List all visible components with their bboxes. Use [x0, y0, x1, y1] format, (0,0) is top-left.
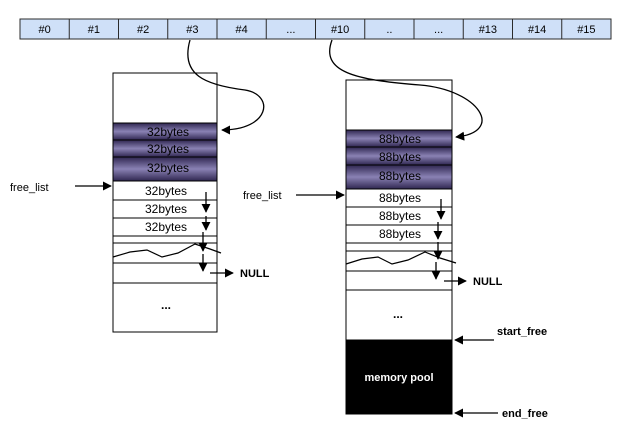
left-column: 32bytes 32bytes 32bytes 32bytes 32bytes … [10, 39, 270, 333]
left-null-label: NULL [240, 268, 270, 280]
array-slot-label: #3 [186, 24, 198, 36]
right-allocated-label: 88bytes [379, 169, 421, 183]
array-slot-label: ... [434, 24, 443, 36]
left-allocated-label: 32bytes [147, 161, 189, 175]
left-free-label: 32bytes [145, 220, 187, 234]
array-slot-label: .. [386, 24, 392, 36]
left-ellipsis: ... [161, 298, 171, 312]
left-allocated-block [112, 156, 218, 182]
right-free-label: 88bytes [379, 209, 421, 223]
array-slot-label: #4 [236, 24, 248, 36]
left-allocated-label: 32bytes [147, 142, 189, 156]
left-free-label: 32bytes [145, 202, 187, 216]
right-allocated-block [345, 164, 453, 190]
right-free-label: 88bytes [379, 227, 421, 241]
right-ellipsis: ... [393, 307, 403, 321]
right-allocated-label: 88bytes [379, 132, 421, 146]
left-free-list-label: free_list [10, 182, 49, 194]
left-allocated-label: 32bytes [147, 125, 189, 139]
array-slot-label: #14 [528, 24, 546, 36]
array-slot-label: #2 [137, 24, 149, 36]
memory-pool-label: memory pool [364, 372, 433, 384]
end-free-label: end_free [502, 408, 548, 420]
array-slot-label: #15 [577, 24, 595, 36]
right-null-label: NULL [473, 276, 503, 288]
right-allocated-label: 88bytes [379, 150, 421, 164]
start-free-label: start_free [497, 326, 547, 338]
left-column-frame [112, 72, 218, 333]
free-list-array: #0 #1 #2 #3 #4... #10..... #13 #14 #15 [19, 18, 612, 40]
right-column: 88bytes 88bytes 88bytes 88bytes 88bytes … [243, 39, 548, 420]
slot10-pointer-curve [329, 39, 483, 141]
slot3-pointer-curve [187, 39, 265, 135]
right-free-list-label: free_list [243, 190, 282, 202]
right-free-label: 88bytes [379, 191, 421, 205]
array-slot-label: ... [286, 24, 295, 36]
left-free-label: 32bytes [145, 184, 187, 198]
memory-pool-block [345, 339, 453, 415]
array-slot-label: #1 [88, 24, 100, 36]
array-slot-label: #13 [479, 24, 497, 36]
array-slot-label: #0 [39, 24, 51, 36]
array-slot-label: #10 [331, 24, 349, 36]
